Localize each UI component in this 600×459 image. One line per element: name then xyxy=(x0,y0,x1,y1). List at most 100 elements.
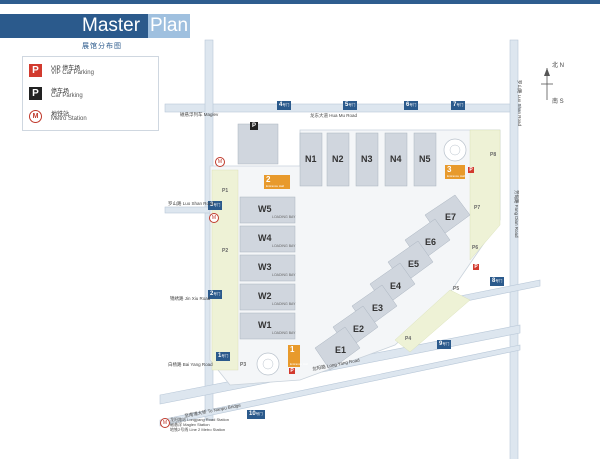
footnote-line: 地铁2号线 Line 2 Metro Station xyxy=(170,427,226,432)
gate-4[interactable]: 4号门 xyxy=(277,101,292,110)
compass-north: 北 N xyxy=(552,63,565,69)
loading-bay-label: LOADING BAY xyxy=(272,244,296,248)
footnote-line: 磁悬浮 Maglev Station xyxy=(170,422,210,427)
title-bar-light xyxy=(148,14,190,38)
parking-p8: P8 xyxy=(490,152,497,158)
hall-n1: N1 xyxy=(305,154,317,164)
entrance-number: 2 xyxy=(266,175,271,184)
hall-e4: E4 xyxy=(390,281,402,291)
parking-p4: P4 xyxy=(405,336,412,342)
road-label-west-top: 罗山路 Luo Shan Road xyxy=(168,201,215,206)
title-bar-dark xyxy=(0,14,148,38)
legend-label-en: Car Parking xyxy=(51,93,83,99)
gate-5[interactable]: 5号门 xyxy=(343,101,358,110)
entrance-hall-3[interactable]: 3 Entrance Hall xyxy=(445,165,465,179)
footnote: 龙阳路站 Longyang Road Station 磁悬浮 Maglev St… xyxy=(170,417,229,432)
hall-e5: E5 xyxy=(408,259,420,269)
parking-p7: P7 xyxy=(474,205,481,211)
parking-p1: P1 xyxy=(222,188,229,194)
compass-south: 南 S xyxy=(552,99,564,105)
entrance-label: Entrance Hall xyxy=(266,184,285,188)
legend-label-cn: 地铁站 xyxy=(51,112,70,118)
hall-n2: N2 xyxy=(332,154,344,164)
entrance-number: 1 xyxy=(290,345,295,354)
metro-icon: M xyxy=(215,157,225,167)
hall-w2: W2 xyxy=(258,291,272,301)
title-accent: Plan xyxy=(150,15,189,36)
hall-n3: N3 xyxy=(361,154,373,164)
north-halls xyxy=(299,132,437,187)
hall-w1: W1 xyxy=(258,320,272,330)
hall-e6: E6 xyxy=(425,237,437,247)
legend-metro: M 地铁站 Metro Station xyxy=(29,109,154,127)
loading-bay-label: LOADING BAY xyxy=(272,302,296,306)
parking-p3: P3 xyxy=(240,362,247,368)
entrance-label: Entrance Hall xyxy=(447,174,466,178)
west-halls xyxy=(239,196,296,340)
title-banner: Master Plan xyxy=(0,14,190,38)
gate-7[interactable]: 7号门 xyxy=(451,101,466,110)
hall-e1: E1 xyxy=(335,345,347,355)
vip-parking-icon: P xyxy=(29,64,42,77)
green-zone-southeast xyxy=(394,289,471,353)
vip-parking-icon: P xyxy=(473,264,479,270)
gate-9[interactable]: 9号门 xyxy=(437,340,452,349)
footnote-line: 龙阳路站 Longyang Road Station xyxy=(170,417,229,422)
loading-bay-label: LOADING BAY xyxy=(272,215,296,219)
legend-parking: P 停车场 Car Parking xyxy=(29,86,154,104)
metro-icon: M xyxy=(160,418,170,428)
entrance-number: 3 xyxy=(447,165,452,174)
entrance-label: Entrance Hall xyxy=(290,362,309,366)
legend-label-en: Metro Station xyxy=(51,116,87,122)
road-west-spur xyxy=(164,206,211,214)
hall-e3: E3 xyxy=(372,303,384,313)
road-label-maglev: 磁悬浮列车 Maglev xyxy=(180,112,219,117)
parking-p2: P2 xyxy=(222,248,229,254)
parking-p6: P6 xyxy=(472,245,479,251)
road-label-east: 芳甸路 Fang Dian Road xyxy=(514,190,519,238)
hall-e2: E2 xyxy=(353,324,365,334)
legend-label-en: VIP Car Parking xyxy=(51,70,94,76)
road-label-north: 龙东大道 Hua Mu Road xyxy=(310,113,358,118)
entrance-hall-1[interactable]: 1 Entrance Hall xyxy=(288,345,308,367)
loading-bay-label: LOADING BAY xyxy=(272,273,296,277)
road-east xyxy=(509,39,519,459)
compass: 北 N 南 S xyxy=(532,60,592,110)
building-northwest xyxy=(237,123,279,165)
hall-n5: N5 xyxy=(419,154,431,164)
legend-vip-parking: P VIP 停车场 VIP Car Parking xyxy=(29,63,154,81)
road-north xyxy=(164,103,521,113)
title-main: Master xyxy=(82,15,141,36)
parking-icon: P xyxy=(29,87,42,100)
hall-e7: E7 xyxy=(445,212,457,222)
road-label-west-mid: 锦绣路 Jin Xiu Road xyxy=(170,296,211,301)
parking-icon: P xyxy=(250,122,258,130)
hall-w5: W5 xyxy=(258,204,272,214)
plaza-south xyxy=(256,352,280,376)
gate-6[interactable]: 6号门 xyxy=(404,101,419,110)
gate-10[interactable]: 10号门 xyxy=(247,410,265,419)
east-halls xyxy=(314,194,471,371)
hall-w4: W4 xyxy=(258,233,272,243)
road-label-upper-right: 罗山路 Luo Shan Road xyxy=(517,80,522,127)
green-zone-east xyxy=(469,129,501,261)
loading-bay-label: LOADING BAY xyxy=(272,331,296,335)
gate-8[interactable]: 8号门 xyxy=(490,277,505,286)
metro-icon: M xyxy=(29,110,42,123)
legend: P VIP 停车场 VIP Car Parking P 停车场 Car Park… xyxy=(22,56,159,131)
legend-label-cn: VIP 停车场 xyxy=(51,66,81,72)
compass-icon xyxy=(541,68,553,100)
gate-1[interactable]: 1号门 xyxy=(216,352,231,361)
legend-label-cn: 停车场 xyxy=(51,89,70,95)
hall-n4: N4 xyxy=(390,154,402,164)
header-bar xyxy=(0,0,600,4)
gate-3[interactable]: 3号门 xyxy=(208,201,223,210)
subtitle: 展馆分布图 xyxy=(82,43,122,50)
parking-p5: P5 xyxy=(453,286,460,292)
gate-2[interactable]: 2号门 xyxy=(208,290,223,299)
metro-icon: M xyxy=(209,213,219,223)
road-label-southwest: 白杨路 Bai Yang Road xyxy=(168,362,213,367)
vip-parking-icon: P xyxy=(468,167,474,173)
entrance-hall-2[interactable]: 2 Entrance Hall xyxy=(264,175,290,189)
